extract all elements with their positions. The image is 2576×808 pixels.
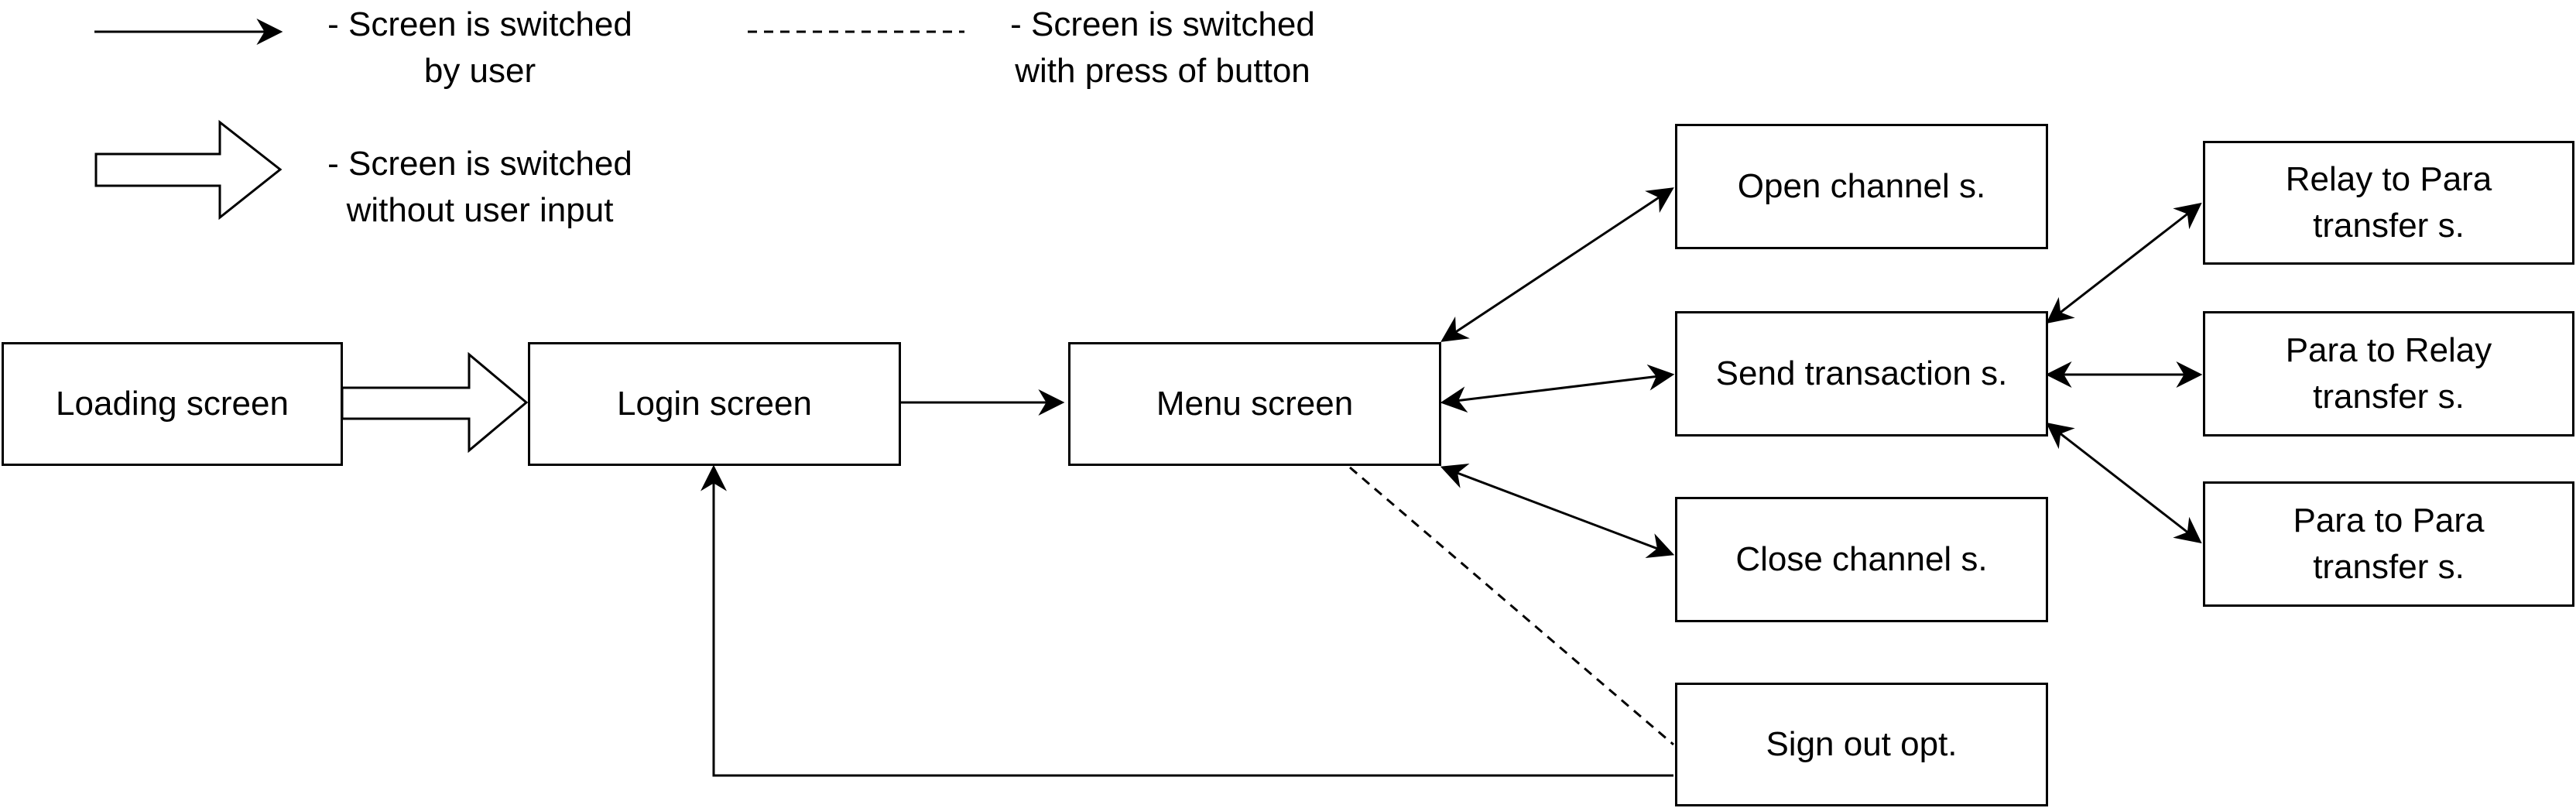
node-loading-screen: Loading screen — [2, 342, 343, 466]
node-menu-screen: Menu screen — [1068, 342, 1441, 466]
edge-menu-sign-out-dashed — [1349, 466, 1674, 746]
edge-send-relay-to-para — [2046, 202, 2202, 324]
node-send-transaction: Send transaction s. — [1675, 311, 2048, 437]
node-para-to-para: Para to Para transfer s. — [2203, 481, 2574, 607]
legend-text-by-user: - Screen is switched by user — [327, 5, 632, 90]
edge-loading-to-login — [341, 351, 529, 454]
edge-menu-close-channel — [1440, 463, 1675, 559]
legend-block-arrow — [94, 119, 283, 221]
edge-menu-send-transaction — [1440, 364, 1675, 413]
node-login-screen: Login screen — [528, 342, 901, 466]
node-para-to-relay: Para to Relay transfer s. — [2203, 311, 2574, 437]
edge-send-para-to-para — [2046, 422, 2202, 544]
legend-text-press-button: - Screen is switched with press of butto… — [1010, 5, 1315, 90]
legend-text-no-input: - Screen is switched without user input — [327, 145, 632, 229]
node-relay-to-para: Relay to Para transfer s. — [2203, 141, 2574, 265]
edge-sign-out-to-login — [701, 464, 1673, 777]
node-open-channel: Open channel s. — [1675, 124, 2048, 249]
node-sign-out: Sign out opt. — [1675, 683, 2048, 806]
edge-menu-open-channel — [1440, 187, 1674, 342]
node-close-channel: Close channel s. — [1675, 497, 2048, 622]
